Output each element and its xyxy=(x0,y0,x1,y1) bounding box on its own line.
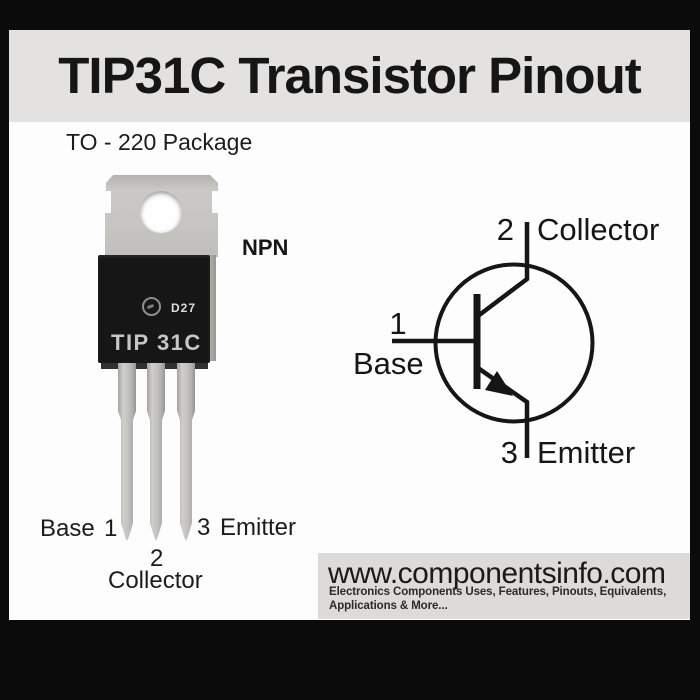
tagline-line1: Electronics Components Uses, Features, P… xyxy=(329,586,667,598)
tab-side-edge xyxy=(208,255,216,361)
pkg-pin2-name: Collector xyxy=(108,567,203,594)
emitter-arrow-icon xyxy=(485,371,513,396)
tagline-line2: Applications & More... xyxy=(329,599,448,612)
transistor-polarity-label: NPN xyxy=(242,235,289,260)
npn-symbol xyxy=(392,222,595,458)
date-code-marking: D27 xyxy=(171,301,197,315)
manufacturer-logo-icon xyxy=(142,297,161,316)
website-tagline: Electronics Components Uses, Features, P… xyxy=(329,586,666,613)
pkg-pin3-name: Emitter xyxy=(220,514,297,541)
title-band xyxy=(9,30,690,122)
page-title: TIP31C Transistor Pinout xyxy=(58,47,641,104)
pkg-pin1-name: Base xyxy=(40,515,95,542)
pin-leg-collector xyxy=(147,363,165,541)
watermark-box xyxy=(318,553,690,619)
sym-pin1-number: 1 xyxy=(389,306,407,341)
part-number-marking: TIP 31C xyxy=(111,330,202,355)
pin-leg-emitter xyxy=(177,363,195,541)
website-url: www.componentsinfo.com xyxy=(328,557,666,590)
sym-pin3-number: 3 xyxy=(500,435,518,470)
symbol-collector-lead xyxy=(476,222,530,318)
pkg-pin3-number: 3 xyxy=(197,514,211,541)
pin-leg-base xyxy=(118,363,136,541)
sym-pin3-name: Emitter xyxy=(537,435,636,470)
sym-pin1-name: Base xyxy=(353,346,424,381)
mounting-hole xyxy=(140,191,182,233)
pkg-pin2-number: 2 xyxy=(150,545,164,572)
pkg-pin1-number: 1 xyxy=(104,515,118,542)
package-type-label: TO - 220 Package xyxy=(66,129,253,155)
sym-pin2-name: Collector xyxy=(537,212,660,247)
sym-pin2-number: 2 xyxy=(496,212,514,247)
